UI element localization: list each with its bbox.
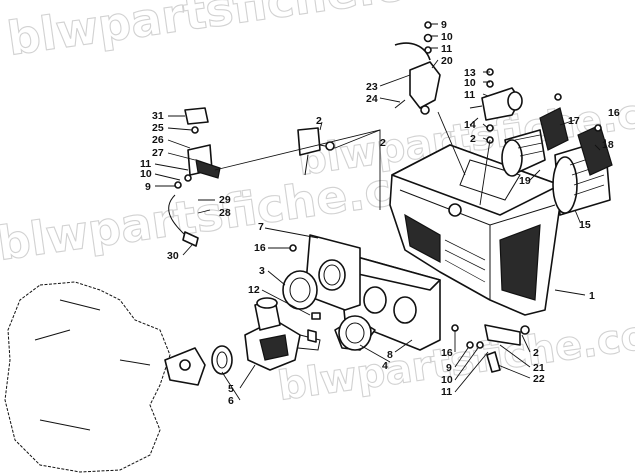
callout-labels: 9 10 11 20 13 10 11 23 24 2 14 2 16 17 1… [140,19,620,407]
callout-16: 16 [441,347,453,359]
screen-18 [577,124,613,176]
carburetor [244,297,321,371]
watermark-line-4: blwpartsfiche.com [275,307,635,410]
mounting-plate [304,234,361,311]
callout-10: 10 [464,77,476,89]
callout-1: 1 [589,290,595,302]
callout-16: 16 [608,107,620,119]
callout-3: 3 [259,265,265,277]
callout-9: 9 [446,362,452,374]
callout-15: 15 [579,219,591,231]
bracket-21 [484,324,530,373]
callout-12: 12 [248,284,260,296]
callout-19: 19 [519,175,531,187]
callout-21: 21 [533,362,545,374]
clamp-ring [211,345,233,375]
intake-boot-4 [334,315,376,351]
callout-2: 2 [316,115,322,127]
watermark-line-1: blwpartsfiche.com [4,0,484,66]
callout-30: 30 [167,250,179,262]
callout-2: 2 [470,133,476,145]
callout-22: 22 [533,373,545,385]
callout-31: 31 [152,110,164,122]
vacuum-hose [168,194,199,247]
callout-5: 5 [228,383,234,395]
callout-23: 23 [366,81,378,93]
callout-10: 10 [140,168,152,180]
callout-11: 11 [441,386,452,398]
callout-11: 11 [140,158,151,170]
filter-element-19 [501,129,546,177]
callout-11: 11 [464,89,475,101]
callout-13: 13 [464,67,476,79]
callout-14: 14 [464,119,476,131]
callout-4: 4 [382,360,388,372]
callout-17: 17 [568,115,580,127]
callout-11: 11 [441,43,452,55]
leader-lines [154,23,601,401]
callout-9: 9 [145,181,151,193]
callout-2: 2 [533,347,539,359]
callout-20: 20 [441,55,453,67]
intake-flange [164,347,206,386]
callout-18: 18 [602,139,614,151]
engine-outline [4,281,171,473]
callout-25: 25 [152,122,164,134]
airbox-housing [389,144,561,316]
callout-2: 2 [380,137,386,149]
bracket-assembly [184,107,221,179]
screen-17 [539,107,569,151]
servo-motor [469,87,523,126]
callout-6: 6 [228,395,234,407]
callout-27: 27 [152,147,164,159]
callout-16: 16 [254,242,266,254]
callout-8: 8 [387,349,393,361]
connector-lines [214,111,491,210]
intake-boot-3 [282,270,318,310]
callout-9: 9 [441,19,447,31]
callout-28: 28 [219,207,231,219]
valve-assembly [394,42,441,115]
callout-10: 10 [441,31,453,43]
callout-10: 10 [441,374,453,386]
hardware-fasteners [174,21,602,349]
callout-7: 7 [258,221,264,233]
callout-26: 26 [152,134,164,146]
callout-24: 24 [366,93,378,105]
callout-29: 29 [219,194,231,206]
